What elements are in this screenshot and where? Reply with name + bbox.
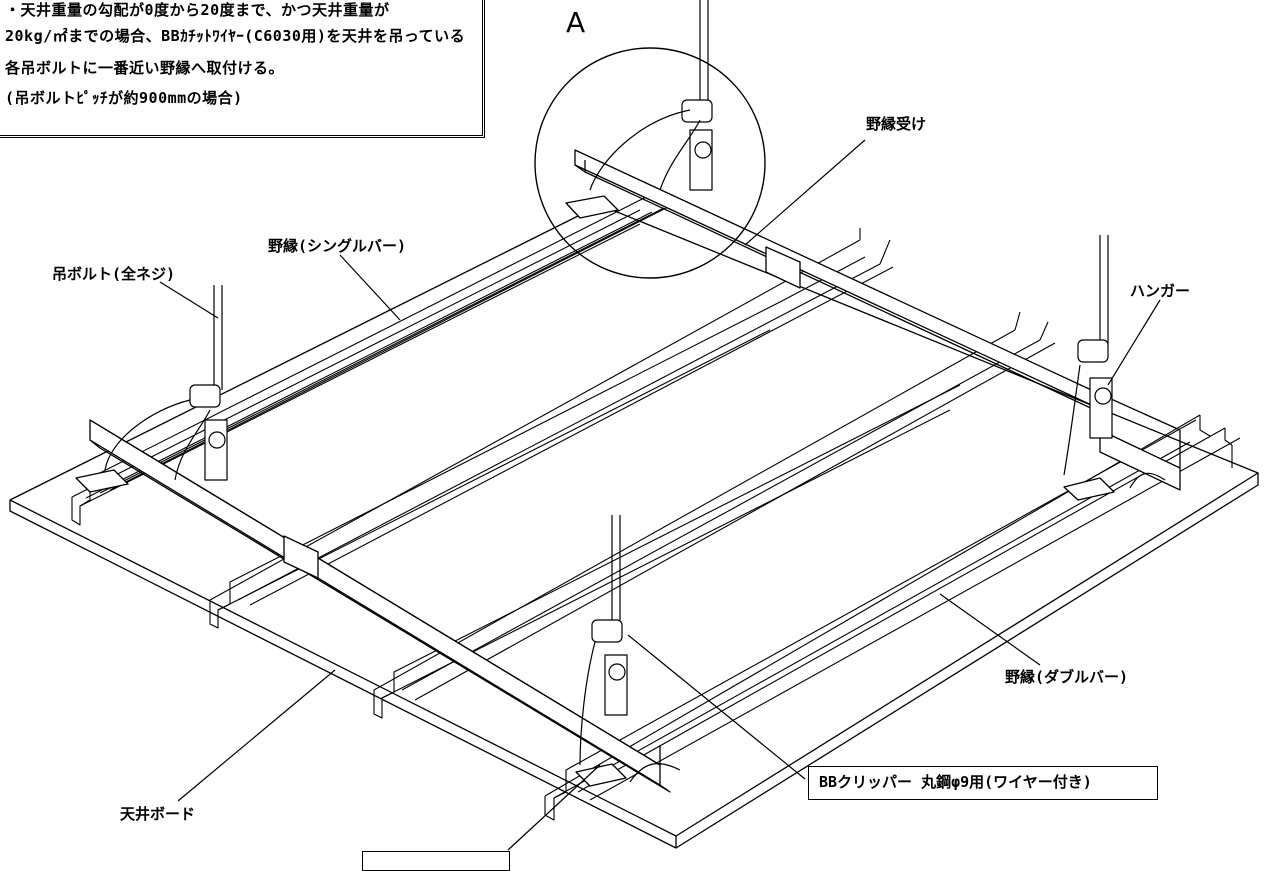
label-nobuchi-single: 野縁(シングルバー) (268, 237, 407, 255)
ceiling-board (9, 204, 1259, 849)
ceiling-channels (71, 189, 1241, 821)
label-hanger: ハンガー (1130, 282, 1191, 300)
note-line-3: 各吊ボルトに一番近い野縁へ取付ける。 (5, 59, 285, 77)
note-line-4: (吊ボルトﾋﾟｯﾁが約900mmの場合) (5, 89, 243, 107)
detail-circle-a (534, 47, 766, 279)
label-nobuchi-double: 野縁(ダブルバー) (1005, 668, 1129, 686)
leader-lines (159, 139, 1161, 851)
label-tsuri-bolt: 吊ボルト(全ネジ) (52, 265, 176, 283)
note-line-1: ・天井重量の勾配が0度から20度まで、かつ天井重量が (5, 1, 390, 19)
note-line-2: 20kg/㎡までの場合、BBｶﾁｯﾄﾜｲﾔｰ(C6030用)を天井を吊っている (5, 27, 466, 45)
hanger-assemblies (104, 0, 1166, 783)
label-nobuchi-uke: 野縁受け (866, 115, 927, 133)
label-bottom-box (362, 851, 510, 871)
label-bb-clipper: BBクリッパー 丸鋼φ9用(ワイヤー付き) (808, 766, 1158, 800)
label-tenjo-board: 天井ボード (120, 805, 196, 823)
main-runners (75, 149, 1181, 793)
note-box: ・天井重量の勾配が0度から20度まで、かつ天井重量が 20kg/㎡までの場合、B… (0, 0, 485, 138)
detail-marker-a: A (566, 6, 586, 39)
